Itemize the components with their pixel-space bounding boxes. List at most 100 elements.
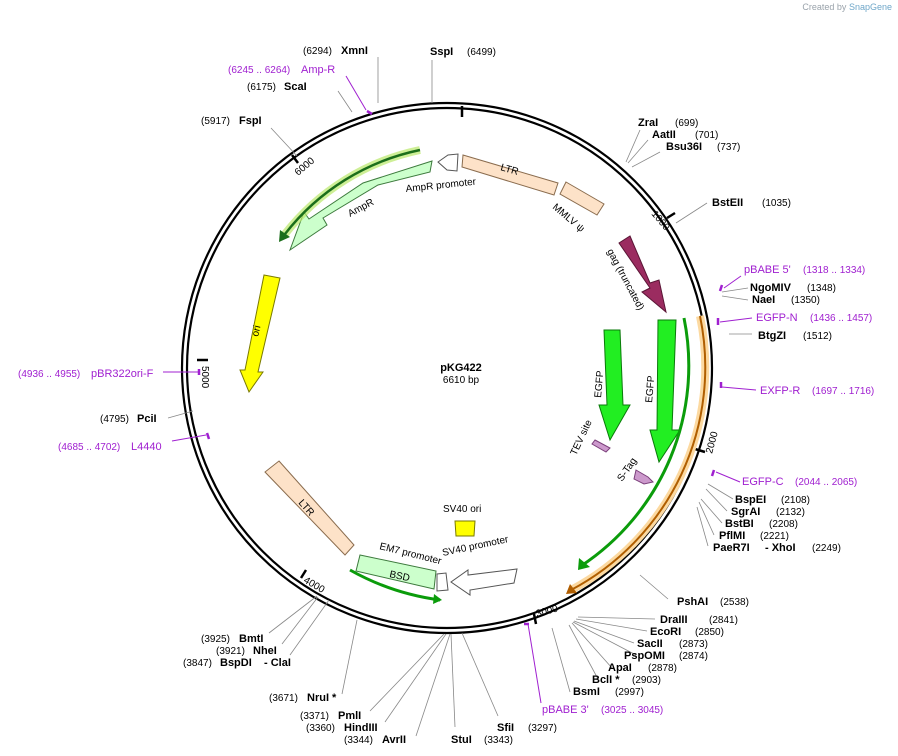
feature-label-gag: gag (truncated) — [604, 247, 646, 312]
primer-pos-exfp-r: (1697 .. 1716) — [812, 386, 874, 397]
site-pos-sfii: (3297) — [528, 723, 557, 734]
site-name-pshai: PshAI — [677, 596, 708, 608]
site-name-stui: StuI — [451, 734, 472, 746]
site-draiii[interactable]: DraIII(2841) — [660, 614, 738, 626]
primer-pos-pbabe-5: (1318 .. 1334) — [803, 265, 865, 276]
site-name-pflmi: PflMI — [719, 530, 745, 542]
site-pos-pflmi: (2221) — [760, 531, 789, 542]
site-naei[interactable]: NaeI(1350) — [752, 294, 820, 306]
site-nrui[interactable]: (3671)NruI * — [269, 692, 337, 704]
feature-bsd[interactable]: BSD — [349, 554, 442, 604]
site-bsmi[interactable]: BsmI(2997) — [573, 686, 644, 698]
site-pos-nhei: (3921) — [216, 646, 245, 657]
primer-egfp-n[interactable]: EGFP-N(1436 .. 1457) — [756, 312, 872, 324]
feature-egfp-inner[interactable]: EGFP — [593, 329, 631, 442]
site-xmni[interactable]: (6294)XmnI — [303, 45, 368, 57]
site-name-ecori: EcoRI — [650, 626, 681, 638]
primer-pbabe-5[interactable]: pBABE 5' (1318 .. 1334) — [744, 264, 865, 276]
primer-pbabe-3[interactable]: pBABE 3'(3025 .. 3045) — [542, 704, 663, 716]
site-pcii[interactable]: (4795) PciI — [100, 413, 157, 425]
site-hindiii[interactable]: (3360)HindIII — [306, 722, 378, 734]
site-pmli[interactable]: (3371)PmlI — [300, 710, 361, 722]
site-name-btgzi: BtgZI — [758, 330, 786, 342]
primer-name-pbabe-5: pBABE 5' — [744, 264, 791, 276]
site-aatii[interactable]: AatII(701) — [652, 129, 718, 141]
site-name-bsteii: BstEII — [712, 197, 743, 209]
site-name-sgrai: SgrAI — [731, 506, 760, 518]
site-pos-btgzi: (1512) — [803, 331, 832, 342]
feature-gag-truncated[interactable]: gag (truncated) — [604, 235, 667, 314]
site-pos-bsu36i: (737) — [717, 142, 740, 153]
site-pos-ecori: (2850) — [695, 627, 724, 638]
site-name-sspi: SspI — [430, 46, 453, 58]
site-sacii[interactable]: SacII(2873) — [637, 638, 708, 650]
site-apai[interactable]: ApaI(2878) — [608, 662, 677, 674]
site-name-pcii: PciI — [137, 413, 157, 425]
site-pshai[interactable]: PshAI(2538) — [677, 596, 749, 608]
site-sspi[interactable]: SspI(6499) — [430, 46, 496, 58]
primer-pos-l4440: (4685 .. 4702) — [58, 442, 120, 453]
plasmid-name: pKG422 — [440, 362, 482, 374]
restriction-sites: SspI(6499) (6294)XmnI (6175)ScaI (5917)F… — [100, 45, 841, 746]
site-zrai[interactable]: ZraI(699) — [638, 117, 698, 129]
primer-pbr322ori-f[interactable]: (4936 .. 4955)pBR322ori-F — [18, 368, 154, 380]
tick-label-3000: 3000 — [535, 603, 560, 619]
site-sfii[interactable]: SfiI(3297) — [497, 722, 557, 734]
primer-name-egfp-c: EGFP-C — [742, 476, 784, 488]
primer-pos-pbabe-3: (3025 .. 3045) — [601, 705, 663, 716]
primer-exfp-r[interactable]: EXFP-R (1697 .. 1716) — [760, 385, 874, 397]
site-fspi[interactable]: (5917)FspI — [201, 115, 262, 127]
site-name-ngomiv: NgoMIV — [750, 282, 792, 294]
site-stui[interactable]: StuI (3343) — [451, 734, 513, 746]
site-nhei[interactable]: (3921)NheI — [216, 645, 277, 657]
feature-label-mmlv-psi: MMLV ψ — [550, 202, 586, 235]
primer-pos-egfp-n: (1436 .. 1457) — [810, 313, 872, 324]
primer-egfp-c[interactable]: EGFP-C(2044 .. 2065) — [742, 476, 857, 488]
site-pos-pspomi: (2874) — [679, 651, 708, 662]
site-paer7i-xhoi[interactable]: PaeR7I- XhoI(2249) — [713, 542, 841, 554]
site-pflmi[interactable]: PflMI (2221) — [719, 530, 789, 542]
tick-label-5000: 5000 — [199, 366, 210, 389]
site-sgrai[interactable]: SgrAI(2132) — [731, 506, 805, 518]
site-name-pspomi: PspOMI — [624, 650, 665, 662]
feature-mmlv-psi[interactable]: MMLV ψ — [550, 181, 605, 235]
site-pos-scai: (6175) — [247, 82, 276, 93]
site-avrii[interactable]: (3344)AvrII — [344, 734, 406, 746]
feature-label-sv40-ori: SV40 ori — [443, 504, 481, 515]
site-bspei[interactable]: BspEI(2108) — [735, 494, 810, 506]
site-bstbi[interactable]: BstBI(2208) — [725, 518, 798, 530]
primer-amp-r[interactable]: (6245 .. 6264)Amp-R — [228, 64, 335, 76]
site-bcli[interactable]: BclI *(2903) — [592, 674, 661, 686]
site-btgzi[interactable]: BtgZI (1512) — [758, 330, 832, 342]
site-name-hindiii: HindIII — [344, 722, 378, 734]
site-bsu36i[interactable]: Bsu36I(737) — [666, 141, 740, 153]
site-pos-stui: (3343) — [484, 735, 513, 746]
feature-s-tag[interactable]: S-Tag — [615, 456, 654, 485]
site-pos-aatii: (701) — [695, 130, 718, 141]
primer-pos-pbr322ori-f: (4936 .. 4955) — [18, 369, 80, 380]
site-bspdi-clai[interactable]: (3847)BspDI- ClaI — [183, 657, 291, 669]
primer-name-exfp-r: EXFP-R — [760, 385, 800, 397]
feature-ori[interactable]: ori — [239, 274, 281, 394]
site-pos-pcii: (4795) — [100, 414, 129, 425]
site-name-naei: NaeI — [752, 294, 775, 306]
feature-label-sv40-promoter: SV40 promoter — [441, 534, 510, 559]
site-pos-ngomiv: (1348) — [807, 283, 836, 294]
primer-l4440[interactable]: (4685 .. 4702)L4440 — [58, 441, 162, 453]
feature-sv40-promoter[interactable]: SV40 promoter — [441, 534, 518, 596]
site-pos-pmli: (3371) — [300, 711, 329, 722]
feature-orange-arc — [566, 315, 710, 594]
feature-sv40-ori[interactable]: SV40 ori — [443, 504, 481, 537]
site-ecori[interactable]: EcoRI (2850) — [650, 626, 724, 638]
site-scai[interactable]: (6175)ScaI — [247, 81, 307, 93]
site-pos-draiii: (2841) — [709, 615, 738, 626]
site-bsteii[interactable]: BstEII(1035) — [712, 197, 791, 209]
feature-egfp-outer[interactable]: EGFP — [644, 319, 681, 464]
feature-ltr-top[interactable]: LTR — [461, 154, 559, 196]
feature-tev-site[interactable]: TEV site — [569, 418, 611, 457]
site-ngomiv[interactable]: NgoMIV (1348) — [750, 282, 836, 294]
site-pspomi[interactable]: PspOMI (2874) — [624, 650, 708, 662]
site-bmti[interactable]: (3925)BmtI — [201, 633, 263, 645]
site-name-nrui: NruI * — [307, 692, 337, 704]
feature-ltr-bottom[interactable]: LTR — [264, 460, 355, 556]
